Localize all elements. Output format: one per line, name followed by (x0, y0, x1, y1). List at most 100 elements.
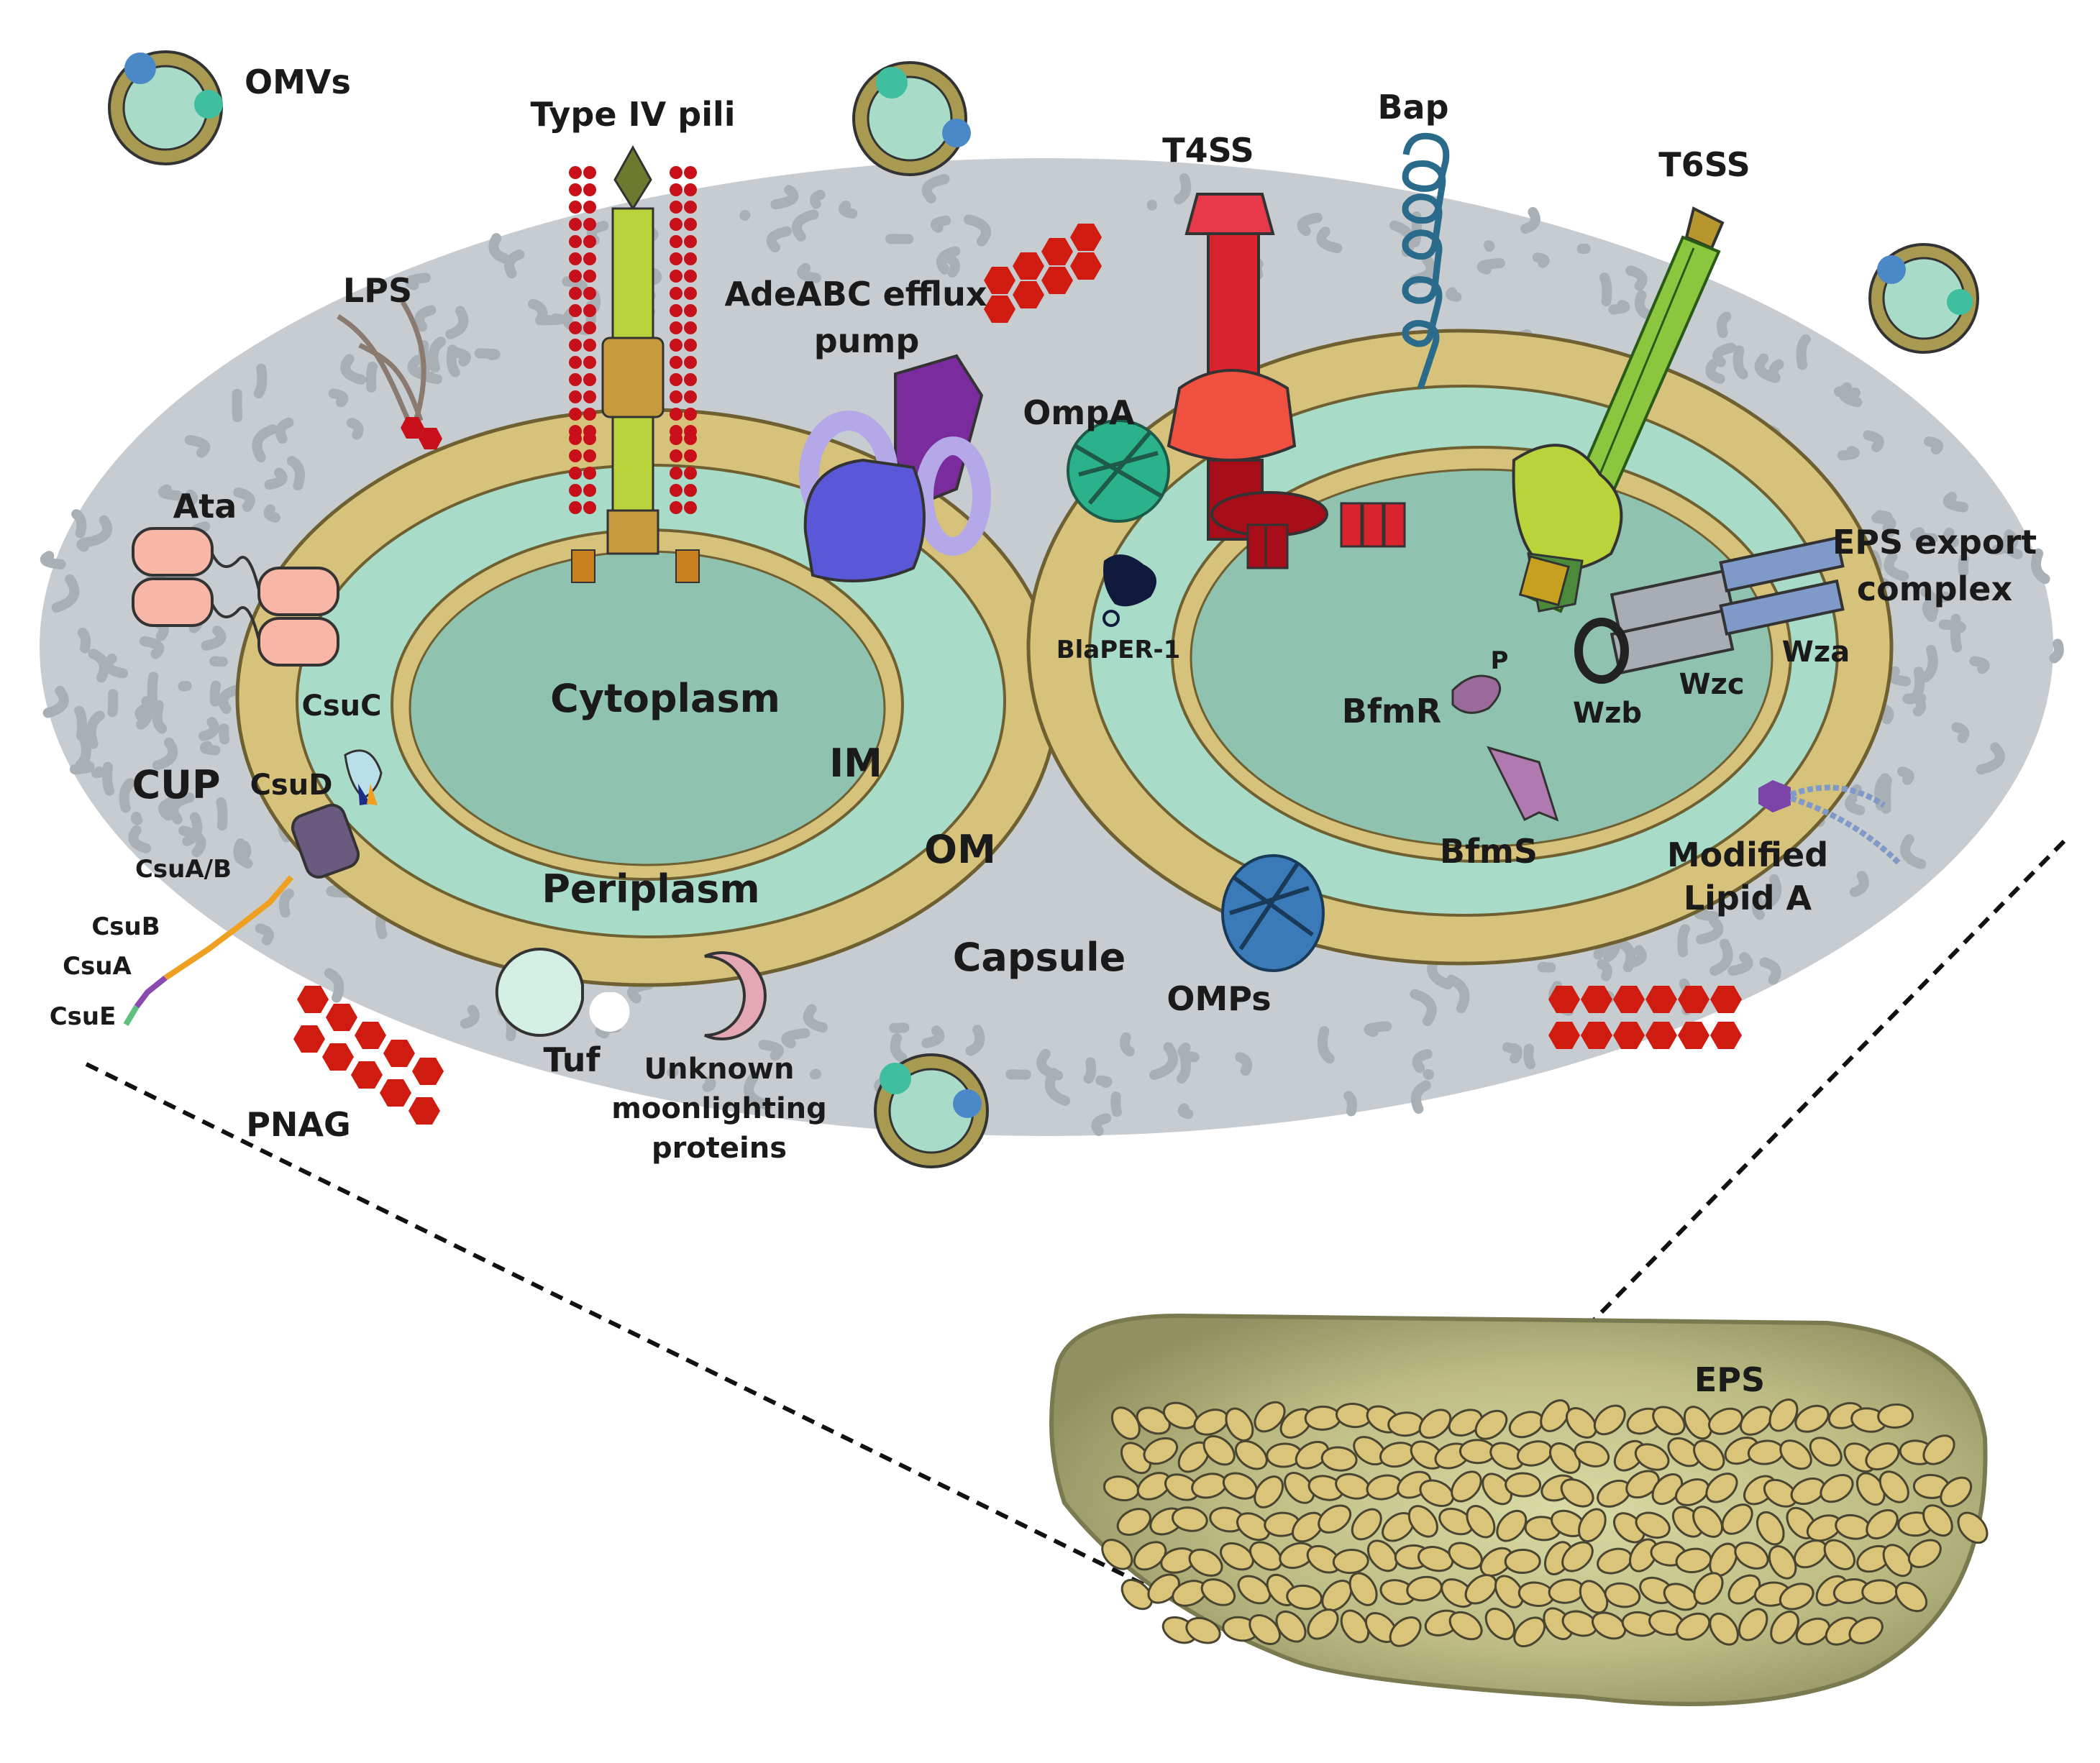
right-cytoplasm (1190, 468, 1773, 848)
capsule-strand (1364, 1021, 1392, 1038)
ata-adhesin (132, 527, 339, 667)
pnag-hexagon (380, 1079, 411, 1107)
pili-subunit (670, 356, 682, 369)
label-bfmr: BfmR (1342, 692, 1441, 731)
capsule-strand (182, 812, 203, 846)
eps-bacterium (1419, 1479, 1455, 1507)
capsule-strand (921, 1025, 945, 1048)
pnag-hexagon (1013, 252, 1044, 280)
capsule-strand (1091, 1113, 1112, 1136)
capsule-strand (1924, 436, 1944, 455)
omv-bottom (874, 1053, 989, 1168)
eps-bacterium (1513, 1616, 1546, 1648)
pnag-hexagon (984, 295, 1015, 324)
pili-subunit (569, 304, 582, 317)
pili-subunit (583, 287, 596, 300)
eps-bacterium (1101, 1539, 1133, 1570)
eps-bacterium (1540, 1399, 1571, 1432)
eps-bacterium (1894, 1581, 1928, 1613)
eps-bacterium (1286, 1584, 1323, 1611)
eps-bacterium (1549, 1442, 1581, 1474)
capsule-strand (365, 361, 378, 393)
label-bfmr-p: P (1491, 646, 1509, 675)
eps-bacterium (1693, 1439, 1725, 1471)
eps-bacterium (1202, 1434, 1236, 1466)
pili-subunit (583, 339, 596, 352)
label-csub: CsuB (91, 912, 160, 941)
pnag-hexagon (1041, 237, 1073, 266)
pili-subunit (670, 270, 682, 283)
label-csuc: CsuC (302, 690, 382, 723)
pnag-hexagon (351, 1061, 383, 1089)
capsule-strand (1502, 1042, 1522, 1064)
eps-bacterium (1739, 1406, 1773, 1436)
capsule-strand (286, 456, 306, 491)
label-ompa: OmpA (1023, 393, 1135, 432)
lps (337, 301, 426, 429)
label-modified-lipid-a-1: Modified (1667, 835, 1828, 874)
capsule-strand (1110, 1091, 1123, 1117)
capsule-strand (209, 680, 222, 707)
pili-subunit (684, 356, 697, 369)
capsule-strand (233, 487, 255, 512)
eps-bacterium (1629, 1538, 1658, 1572)
capsule-strand (1177, 1042, 1200, 1063)
eps-bacterium (1907, 1539, 1942, 1569)
eps-bacterium (1957, 1511, 1989, 1544)
eps-bacterium (1727, 1574, 1761, 1605)
pili-subunit (684, 304, 697, 317)
eps-bacterium (1234, 1439, 1268, 1470)
capsule-strand (1845, 793, 1866, 816)
capsule-strand (1942, 527, 1960, 547)
capsule-strand (139, 636, 165, 659)
eps-bacterium (1574, 1441, 1610, 1467)
capsule-strand (890, 1032, 908, 1063)
capsule-strand (1410, 1080, 1431, 1114)
capsule-strand (1837, 446, 1860, 461)
eps-bacterium (1795, 1617, 1831, 1646)
eps-bacterium (1865, 1442, 1900, 1471)
bfmrs-system (1451, 674, 1559, 822)
pili-subunit (569, 356, 582, 369)
eps-bacterium (1110, 1406, 1141, 1440)
capsule-strand (1235, 1052, 1253, 1076)
eps-bacterium (1634, 1443, 1670, 1471)
eps-bacterium (1116, 1508, 1151, 1537)
eps-bacterium (1738, 1608, 1768, 1641)
eps-bacterium (1185, 1616, 1221, 1644)
label-csue: CsuE (50, 1002, 117, 1031)
lps-core (401, 417, 442, 449)
pili-subunit (569, 501, 582, 514)
eps-bacterium (1593, 1404, 1626, 1436)
capsule-strand (218, 684, 241, 714)
eps-bacterium (1220, 1542, 1254, 1571)
eps-bacterium (1794, 1404, 1830, 1433)
capsule-strand (445, 306, 469, 339)
capsule-strand (88, 515, 113, 546)
pili-subunit (583, 304, 596, 317)
pnag-hexagon (412, 1057, 444, 1086)
eps-bacterium (1389, 1616, 1422, 1647)
pili-subunit (569, 183, 582, 196)
capsule-strand (1446, 974, 1470, 1014)
pili-subunit (684, 183, 697, 196)
capsule-strand (1625, 265, 1648, 291)
pili-subunit (684, 252, 697, 265)
eps-bacterium (1307, 1608, 1339, 1640)
eps-bacterium (1820, 1474, 1854, 1503)
capsule-strand (1849, 871, 1869, 897)
label-cytoplasm: Cytoplasm (550, 676, 780, 721)
capsule-strand (1343, 1091, 1357, 1117)
capsule-strand (74, 705, 88, 741)
pili-subunit (583, 356, 596, 369)
label-unknown-1: Unknown (644, 1053, 795, 1086)
label-t6ss: T6SS (1658, 145, 1750, 184)
capsule-strand (414, 305, 437, 332)
pili-subunit (670, 304, 682, 317)
pnag-hexagon (984, 266, 1015, 295)
eps-bacterium (1133, 1541, 1167, 1571)
label-ata: Ata (173, 487, 237, 526)
capsule-strand (1796, 334, 1811, 370)
capsule-strand (930, 215, 951, 233)
eps-bacterium (1418, 1546, 1454, 1572)
